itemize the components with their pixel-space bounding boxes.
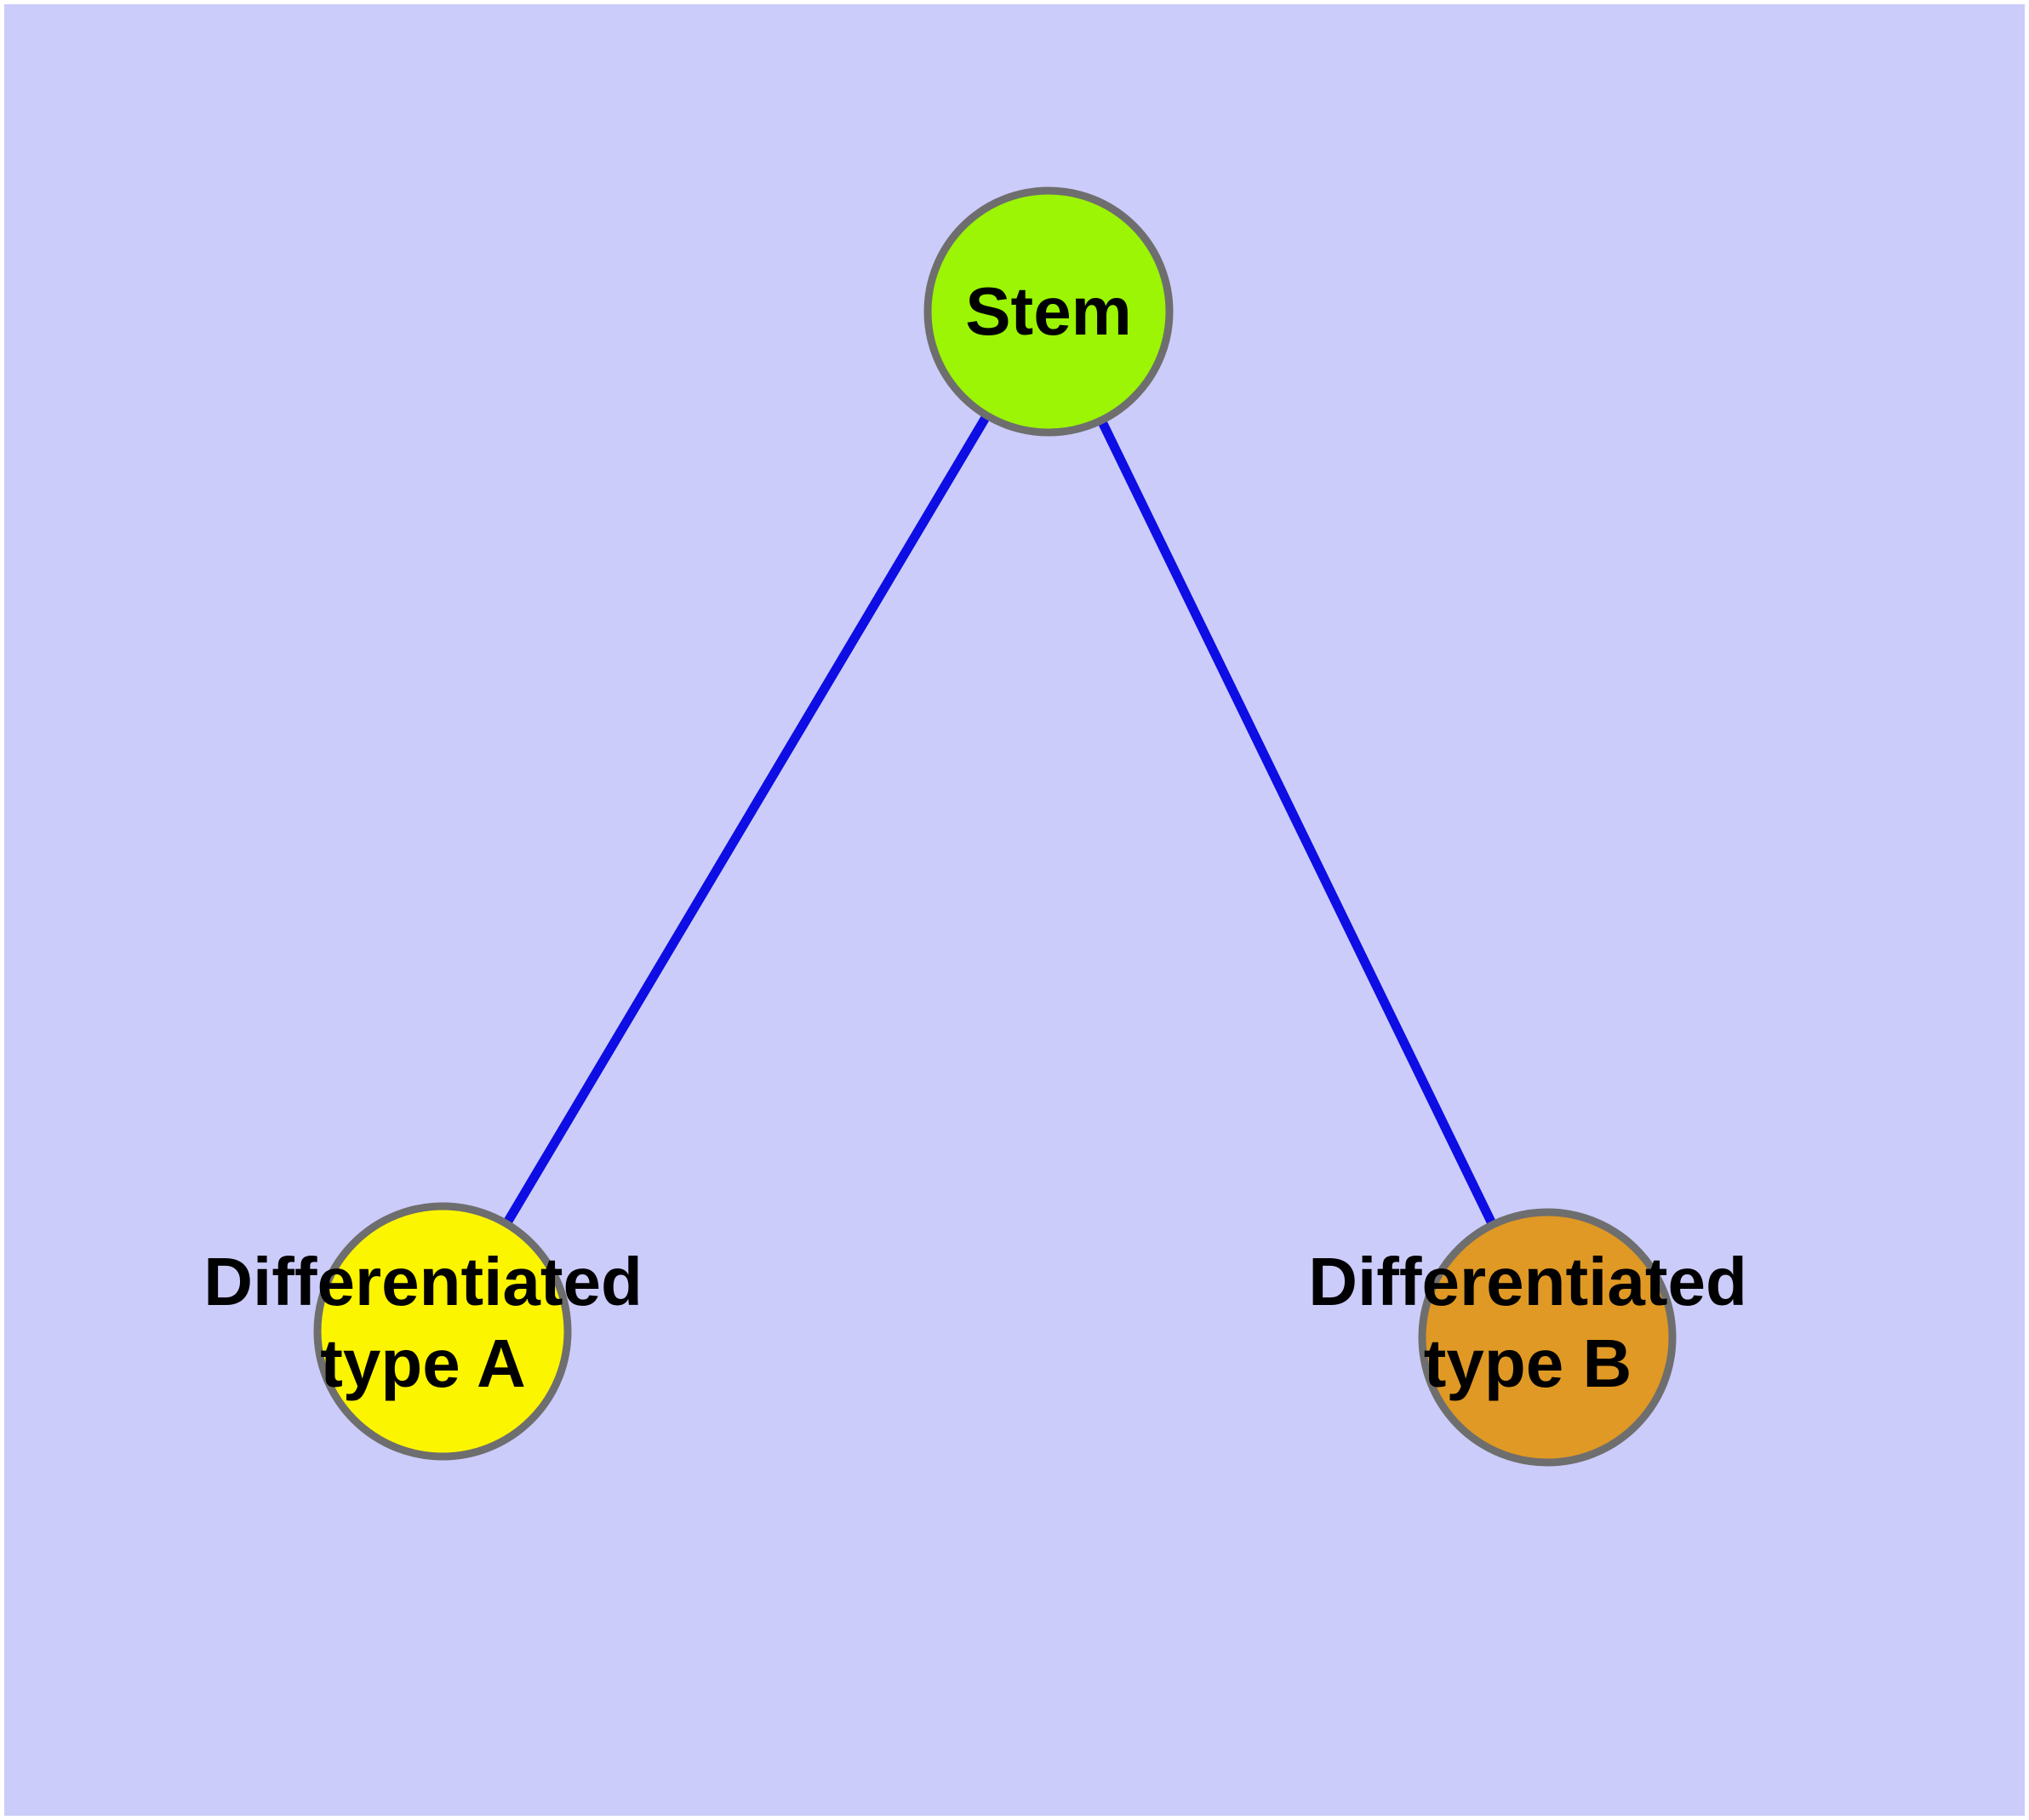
node-differentiated-type-b-label-line1: Differentiated [1308, 1244, 1747, 1319]
edges-layer [438, 309, 1552, 1340]
node-stem-label: Stem [965, 273, 1132, 349]
nodes-layer [313, 186, 1677, 1467]
node-differentiated-type-b-label-line2: type B [1424, 1325, 1632, 1401]
labels-layer: Stem Differentiated type A Differentiate… [203, 273, 1747, 1401]
node-differentiated-type-a[interactable] [313, 1202, 572, 1461]
node-differentiated-type-b[interactable] [1418, 1208, 1677, 1467]
node-differentiated-type-a-label-line1: Differentiated [203, 1244, 643, 1319]
node-stem[interactable] [923, 186, 1174, 437]
edge-stem-to-differentiated-type-b[interactable] [1044, 309, 1552, 1340]
node-differentiated-type-a-label-line2: type A [320, 1325, 526, 1401]
edge-stem-to-differentiated-type-a[interactable] [438, 309, 1053, 1334]
